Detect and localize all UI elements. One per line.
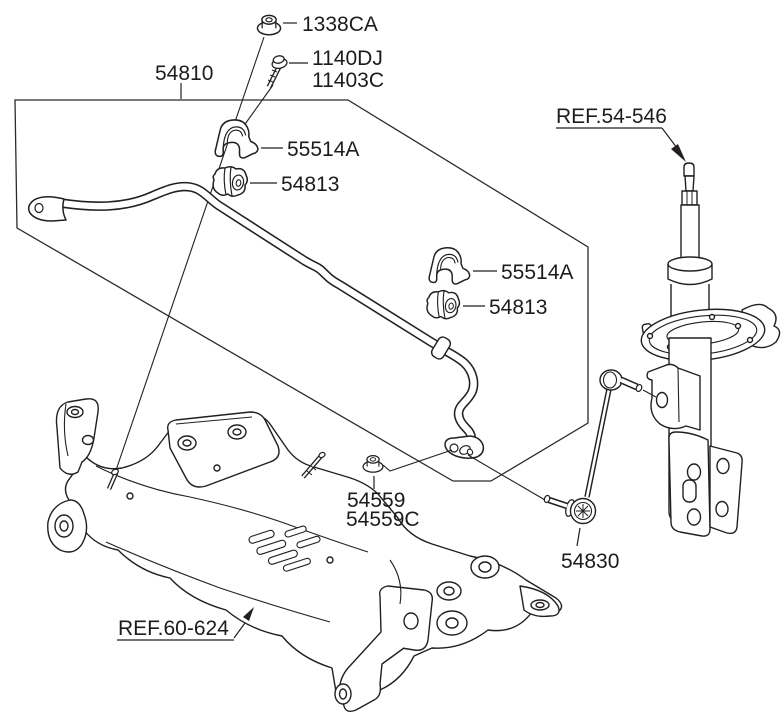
leader-1140dj — [242, 84, 274, 128]
leader-54559-to-bar-eye — [382, 449, 453, 472]
bracket-rear-55514a — [428, 247, 471, 285]
stabilizer-bar-drawing — [27, 181, 485, 460]
label-11403c[interactable]: 11403C — [312, 69, 384, 92]
arrowhead-ref54 — [671, 144, 686, 162]
subframe-stud-front — [106, 468, 119, 490]
arrowhead-ref60 — [243, 607, 254, 621]
nut-54559 — [362, 454, 384, 473]
bracket-front-55514a — [214, 119, 259, 159]
crossmember-drawing — [47, 398, 563, 713]
label-54559[interactable]: 54559 — [347, 489, 405, 512]
stabilizer-link-drawing — [543, 369, 657, 525]
label-55514a-rear[interactable]: 55514A — [501, 261, 573, 284]
label-54813-front[interactable]: 54813 — [281, 173, 339, 196]
label-55514a-front[interactable]: 55514A — [287, 138, 359, 161]
label-1338ca[interactable]: 1338CA — [302, 13, 378, 36]
strut-drawing — [640, 162, 781, 537]
label-ref-60-624[interactable]: REF.60-624 — [118, 617, 229, 640]
label-54810[interactable]: 54810 — [155, 62, 213, 85]
label-leaders — [117, 22, 678, 641]
nut-1338ca — [256, 14, 282, 36]
label-54813-rear[interactable]: 54813 — [489, 296, 547, 319]
bushing-front-54813 — [212, 165, 249, 198]
bolt-1140dj — [266, 55, 288, 89]
label-54830[interactable]: 54830 — [561, 550, 619, 573]
label-ref-54-546[interactable]: REF.54-546 — [556, 105, 667, 128]
label-1140dj[interactable]: 1140DJ — [312, 47, 383, 70]
assembly-box-54810 — [14, 99, 589, 482]
leader-1338ca — [112, 36, 265, 480]
label-54559c[interactable]: 54559C — [346, 508, 420, 531]
link-to-bar-eye-line — [467, 454, 546, 501]
subframe-stud-rear — [301, 451, 326, 479]
bushing-rear-54813 — [426, 289, 461, 320]
